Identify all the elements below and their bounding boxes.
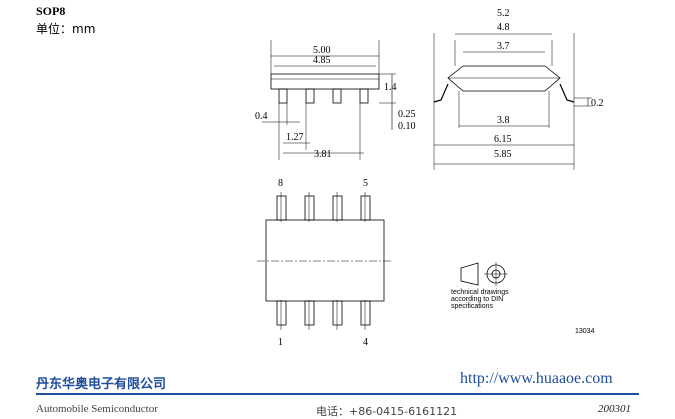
projection-symbol: [460, 262, 508, 286]
dim-height: 1.4: [384, 82, 397, 93]
footer-code: 200301: [598, 403, 631, 415]
note-line-3: specifications: [451, 303, 494, 310]
end-view-body: [447, 65, 561, 92]
drawing-number: 13034: [575, 328, 595, 335]
footer-divider: [36, 393, 639, 395]
company-name: 丹东华奥电子有限公司: [36, 377, 167, 392]
footer-phone: 电话：+86-0415-6161121: [316, 405, 458, 418]
dim-body-bottom: 3.8: [497, 115, 510, 126]
pin-1-label: 1: [278, 337, 283, 348]
company-url-link[interactable]: http://www.huaaoe.com: [460, 370, 613, 387]
pin-8-label: 8: [278, 178, 283, 189]
top-view-body: [270, 73, 380, 90]
footer-tagline: Automobile Semiconductor: [36, 403, 158, 415]
dim-lead-thickness: 0.2: [591, 98, 604, 109]
dim-span: 3.81: [314, 149, 332, 160]
dim-body-top: 3.7: [497, 41, 510, 52]
lead-3: [332, 88, 342, 104]
pinout-body: [265, 219, 385, 302]
pin-5-label: 5: [363, 178, 368, 189]
dim-span-max: 6.15: [494, 134, 512, 145]
package-title: SOP8: [36, 4, 66, 18]
dim-span-min: 5.85: [494, 149, 512, 160]
dim-overall-max: 5.2: [497, 8, 510, 19]
dim-standoff-max: 0.25: [398, 109, 416, 120]
note-line-1: technical drawings: [451, 289, 509, 296]
dim-pitch: 1.27: [286, 132, 304, 143]
lead-2: [305, 88, 315, 104]
note-line-2: according to DIN: [451, 296, 503, 303]
dim-lead-width: 0.4: [255, 111, 268, 122]
dim-overall-min: 4.8: [497, 22, 510, 33]
pin-4-label: 4: [363, 337, 368, 348]
lead-1: [278, 88, 288, 104]
dim-standoff-min: 0.10: [398, 121, 416, 132]
dim-width-min: 4.85: [313, 55, 331, 66]
lead-4: [359, 88, 369, 104]
dim-width-max: 5.00: [313, 45, 331, 56]
unit-label: 单位：mm: [36, 22, 96, 36]
